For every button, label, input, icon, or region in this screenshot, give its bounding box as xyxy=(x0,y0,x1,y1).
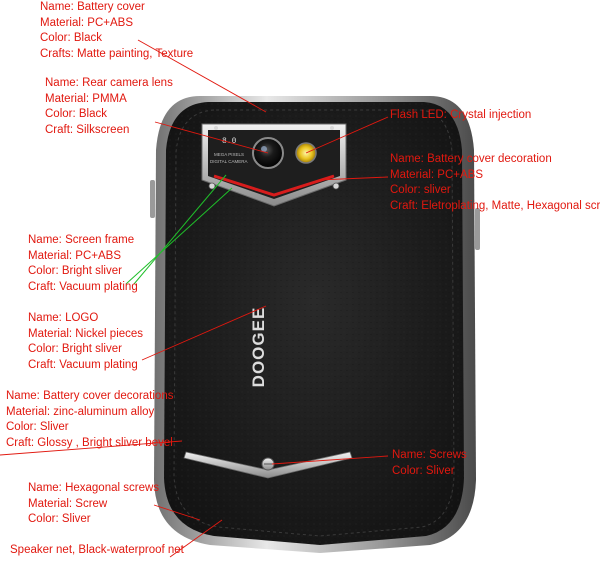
screen-frame-color: Color: Bright sliver xyxy=(28,265,122,278)
battery-cover-material: Material: PC+ABS xyxy=(40,16,133,29)
annotation-hexagonal-screws: Name: Hexagonal screws Material: Screw C… xyxy=(28,481,159,528)
leader-screen-frame-2 xyxy=(133,174,227,285)
screen-frame-name: Name: Screen frame xyxy=(28,234,135,246)
red-accent-line xyxy=(213,174,335,197)
battery-cover-name: Name: Battery cover xyxy=(40,1,145,13)
hexagonal-screw xyxy=(208,182,216,190)
battery-cover-decoration-material: Material: PC+ABS xyxy=(390,168,483,181)
battery-cover-decoration-name: Name: Battery cover decoration xyxy=(390,153,552,165)
leader-screen-frame-1 xyxy=(125,187,233,285)
battery-cover-decorations-name: Name: Battery cover decorations xyxy=(6,390,174,402)
rear-camera-lens-craft: Craft: Silkscreen xyxy=(45,123,130,136)
logo-color: Color: Bright sliver xyxy=(28,343,122,356)
rear-camera-lens-name: Name: Rear camera lens xyxy=(45,77,173,89)
battery-cover-decoration-craft: Craft: Eletroplating, Matte, Hexagonal s… xyxy=(390,199,600,212)
annotation-battery-cover-decoration: Name: Battery cover decoration Material:… xyxy=(390,152,600,214)
leader-rear-camera-lens xyxy=(154,121,269,154)
logo-material: Material: Nickel pieces xyxy=(28,327,144,340)
annotation-logo: Name: LOGO Material: Nickel pieces Color… xyxy=(28,311,143,373)
side-button xyxy=(475,208,480,250)
battery-cover-decoration-color: Color: sliver xyxy=(390,184,451,197)
annotation-screen-frame: Name: Screen frame Material: PC+ABS Colo… xyxy=(28,233,138,295)
screws-name: Name: Screws xyxy=(392,449,467,461)
screen-frame-material: Material: PC+ABS xyxy=(28,249,121,262)
annotation-speaker-net: Speaker net, Black-waterproof net xyxy=(10,543,184,559)
battery-cover-crafts: Crafts: Matte painting, Texture xyxy=(40,47,194,60)
rear-camera-lens-material: Material: PMMA xyxy=(45,92,127,105)
logo: DOOGEE xyxy=(249,307,268,388)
annotation-screws: Name: Screws Color: Sliver xyxy=(392,448,467,479)
leader-screws xyxy=(271,455,389,465)
flash-led-text: Flash LED: Crystal injection xyxy=(390,109,532,121)
side-button xyxy=(150,180,155,218)
leader-speaker-net xyxy=(169,519,223,558)
hexagonal-screws-material: Material: Screw xyxy=(28,497,108,510)
logo-craft: Craft: Vacuum plating xyxy=(28,358,138,371)
annotation-rear-camera-lens: Name: Rear camera lens Material: PMMA Co… xyxy=(45,76,173,138)
hexagonal-screw xyxy=(214,126,218,130)
annotation-flash-led: Flash LED: Crystal injection xyxy=(390,108,531,124)
hexagonal-screw xyxy=(330,126,334,130)
battery-cover-color: Color: Black xyxy=(40,32,102,45)
leader-flash-led xyxy=(305,116,389,154)
camera-resolution: 8.0 xyxy=(222,137,237,146)
screen-frame-craft: Craft: Vacuum plating xyxy=(28,280,138,293)
rear-camera-lens-color: Color: Black xyxy=(45,108,107,121)
leader-battery-cover-decoration xyxy=(317,176,389,181)
leader-logo xyxy=(141,305,267,361)
battery-cover-decorations-craft: Craft: Glossy , Bright sliver bevel xyxy=(6,436,173,449)
annotation-battery-cover: Name: Battery cover Material: PC+ABS Col… xyxy=(40,0,193,62)
speaker-net-text: Speaker net, Black-waterproof net xyxy=(10,544,184,556)
camera-text-2: DIGITAL CAMERA xyxy=(210,159,248,164)
leader-battery-cover xyxy=(137,39,267,113)
leader-battery-cover-decorations xyxy=(0,440,183,456)
logo-name: Name: LOGO xyxy=(28,312,99,324)
hexagonal-screws-color: Color: Sliver xyxy=(28,513,91,526)
battery-cover-decorations-material: Material: zinc-aluminum alloy xyxy=(6,405,155,418)
battery-cover-decorations-color: Color: Sliver xyxy=(6,421,69,434)
annotation-battery-cover-decorations: Name: Battery cover decorations Material… xyxy=(6,389,173,451)
leader-hexagonal-screws xyxy=(153,504,201,521)
camera-text-1: MEGA PIXELS xyxy=(214,152,244,157)
screws-color: Color: Sliver xyxy=(392,464,455,477)
hexagonal-screw xyxy=(332,182,340,190)
hexagonal-screws-name: Name: Hexagonal screws xyxy=(28,482,160,494)
